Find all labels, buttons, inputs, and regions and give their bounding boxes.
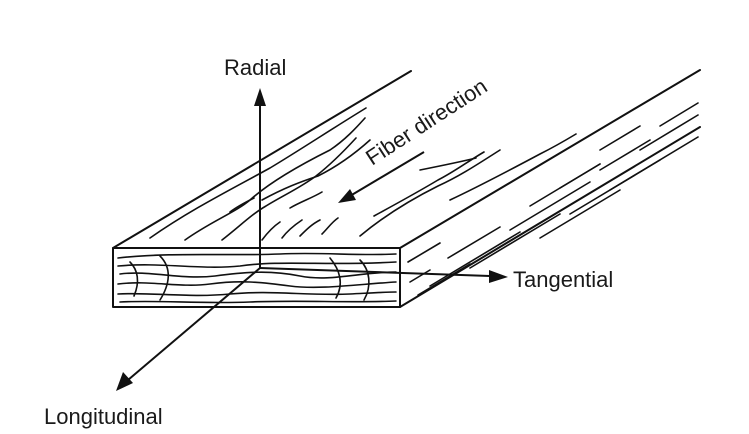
fiber-direction-arrowhead	[338, 189, 356, 203]
top-face-grain	[149, 107, 577, 241]
longitudinal-arrowhead	[116, 372, 133, 391]
tangential-axis	[259, 267, 508, 283]
end-grain-rings	[117, 252, 397, 304]
fiber-direction-arrow	[338, 151, 425, 203]
tangential-label: Tangential	[513, 267, 613, 292]
top-face-left-edge	[112, 70, 412, 249]
radial-label: Radial	[224, 55, 286, 80]
tangential-arrowhead	[489, 270, 508, 283]
end-grain-face	[112, 247, 401, 308]
board	[112, 69, 701, 308]
longitudinal-axis	[116, 267, 261, 391]
side-face-bottom-edge	[399, 126, 701, 308]
top-face-right-edge	[399, 69, 701, 249]
fiber-direction-label: Fiber direction	[361, 73, 492, 170]
longitudinal-label: Longitudinal	[44, 404, 163, 429]
radial-arrowhead	[254, 88, 266, 106]
side-face-grain	[407, 102, 699, 296]
radial-axis	[254, 88, 266, 268]
